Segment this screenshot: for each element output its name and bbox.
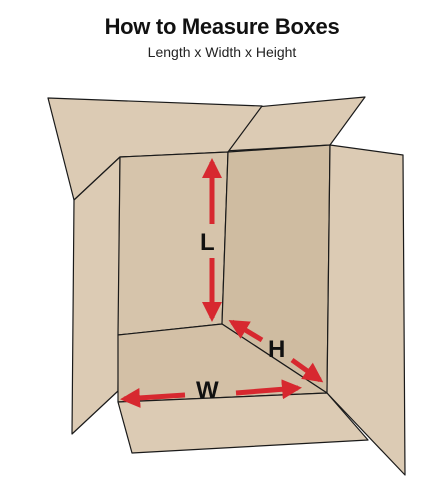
- height-label: H: [268, 336, 285, 363]
- left-side-flap: [71, 156, 121, 435]
- right-flap: [326, 144, 406, 476]
- width-arrow-right: [235, 379, 302, 400]
- width-label: W: [196, 377, 219, 404]
- width-arrow-left: [120, 387, 186, 408]
- page-subtitle: Length x Width x Height: [147, 44, 297, 60]
- front-bottom-flap: [117, 392, 369, 454]
- height-arrow-upper: [228, 319, 264, 343]
- height-arrow-lower: [290, 357, 324, 383]
- length-label: L: [200, 229, 215, 256]
- page-title: How to Measure Boxes: [104, 14, 340, 39]
